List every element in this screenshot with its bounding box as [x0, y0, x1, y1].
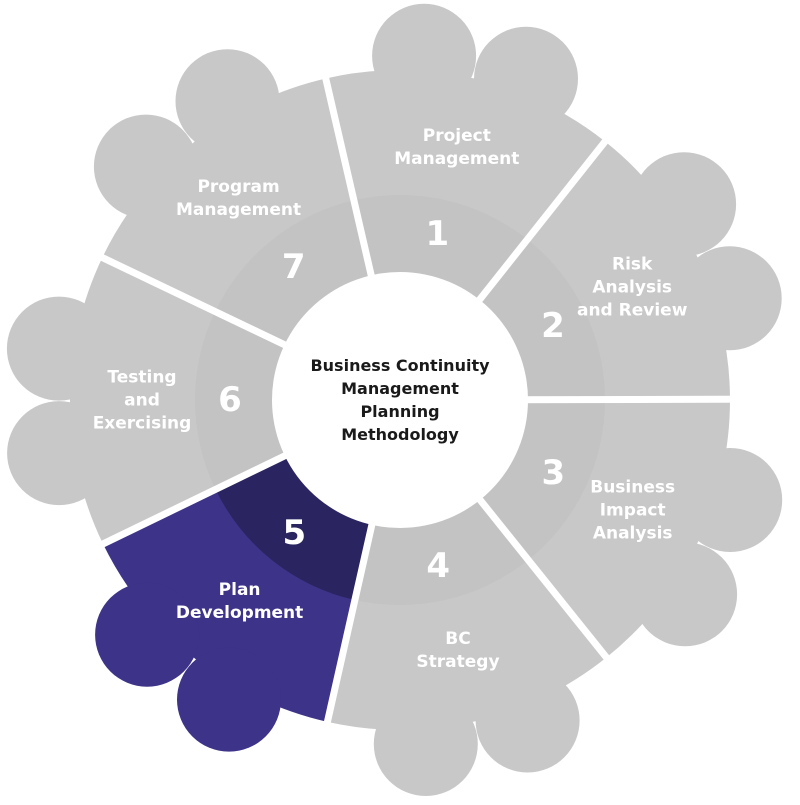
segment-label-2: Risk Analysis and Review [576, 254, 688, 320]
segment-lobe-2-1 [632, 152, 737, 257]
center-circle [272, 272, 528, 528]
segment-label-1: Project Management [394, 126, 520, 170]
segment-number-3: 3 [541, 453, 566, 494]
segment-number-7: 7 [281, 247, 306, 288]
segment-lobe-3-1 [678, 448, 783, 552]
segment-lobe-1-2 [474, 26, 578, 131]
segment-lobe-5-2 [95, 582, 200, 687]
segment-lobe-3-2 [633, 542, 738, 647]
segment-label-3: Business Impact Analysis [590, 477, 676, 544]
segment-lobe-6-1 [7, 401, 112, 506]
segment-label-4: BC Strategy [416, 629, 500, 673]
segment-lobe-7-2 [175, 49, 280, 154]
segment-lobe-5-1 [177, 647, 281, 752]
center-title: Business Continuity Management Planning … [310, 356, 490, 444]
segment-number-4: 4 [426, 545, 451, 586]
segment-number-1: 1 [425, 214, 450, 255]
segment-number-2: 2 [541, 305, 565, 346]
segment-label-6: Testing and Exercising [92, 367, 192, 434]
segment-label-7: Program Management [176, 176, 302, 220]
segment-lobe-1-1 [372, 3, 477, 108]
segment-lobe-4-1 [475, 668, 580, 773]
segment-number-5: 5 [282, 513, 307, 554]
segment-lobe-2-2 [677, 246, 782, 351]
segment-number-6: 6 [218, 380, 242, 421]
segment-lobe-7-1 [93, 114, 198, 219]
segment-lobe-4-2 [373, 692, 478, 796]
segment-lobe-6-2 [6, 296, 111, 401]
segment-label-5: Plan Development [175, 580, 304, 624]
